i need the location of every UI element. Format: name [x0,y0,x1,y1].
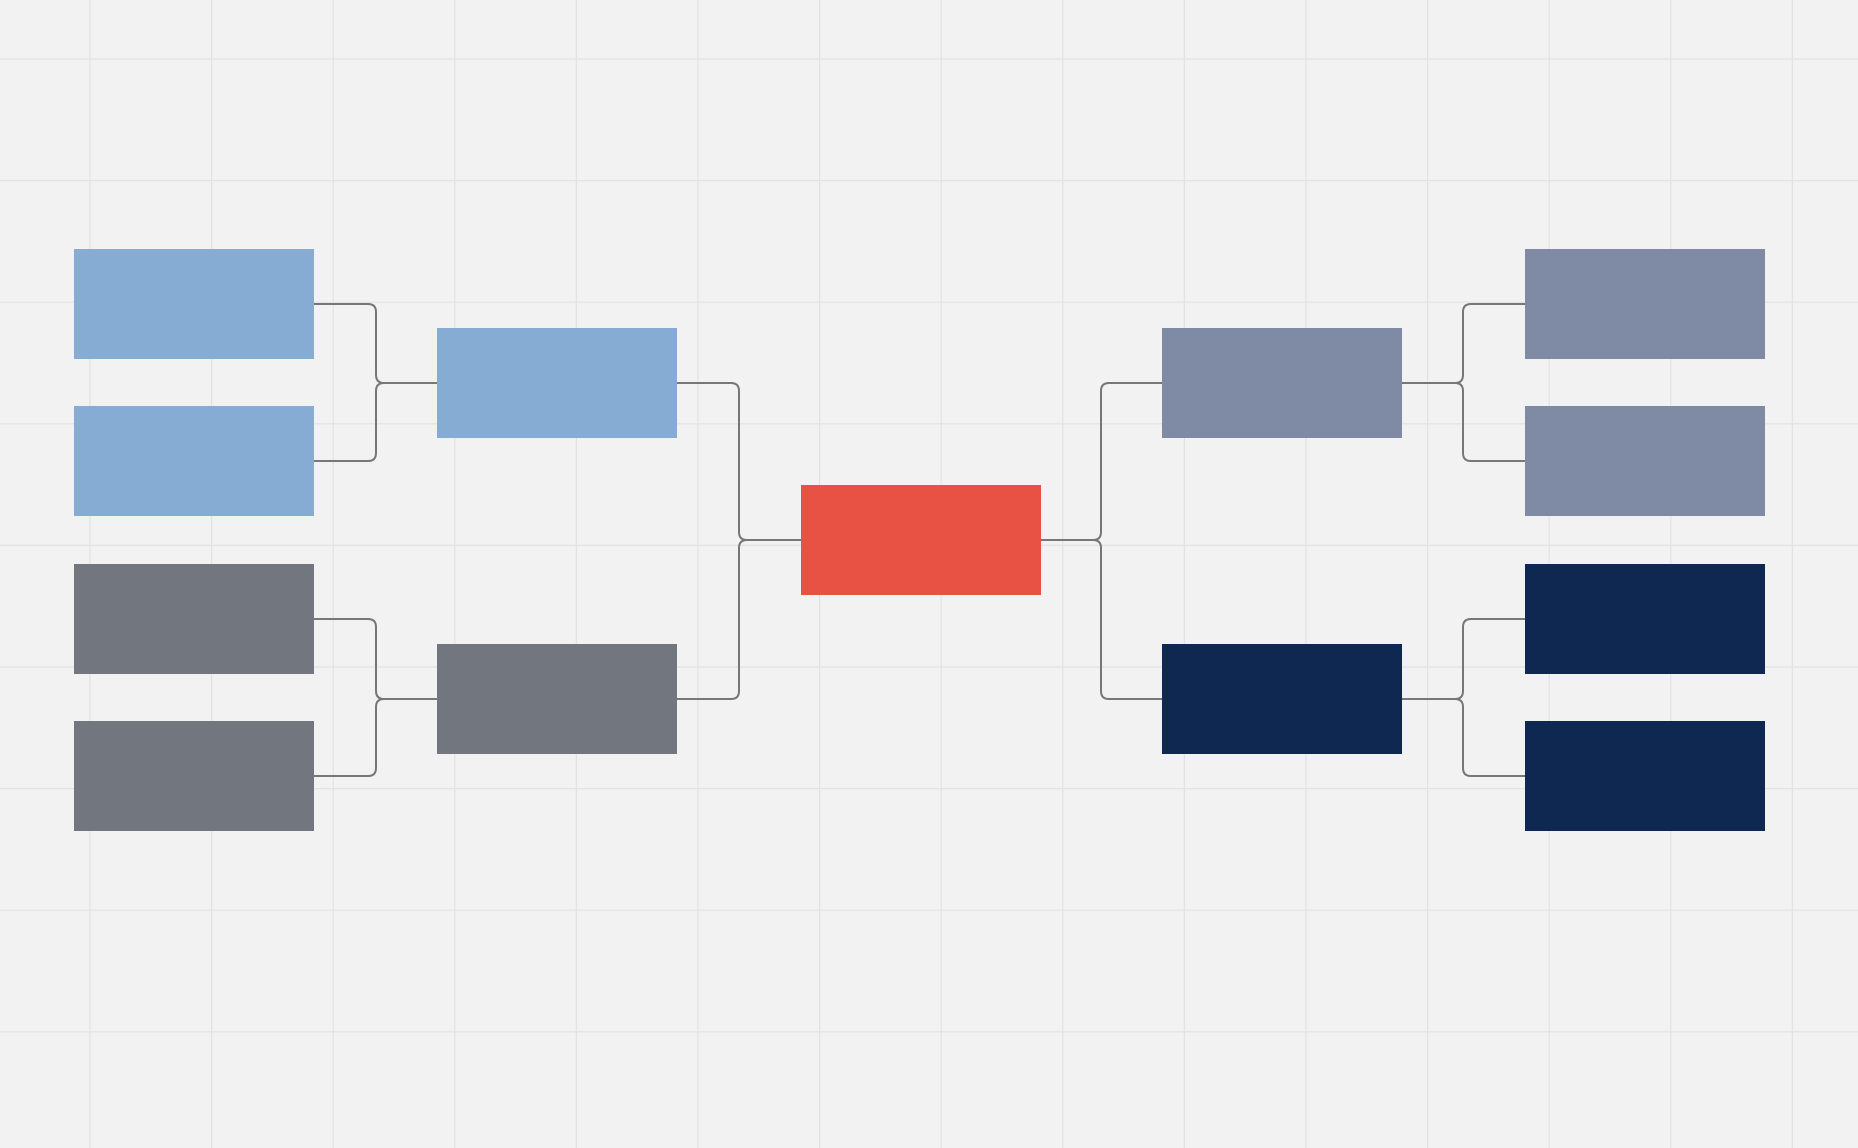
slot-right-round1-3[interactable] [1525,564,1765,674]
connector-right-r2-2 [1041,539,1162,700]
slot-right-round2-2[interactable] [1162,644,1402,754]
bracket-slots [74,249,1765,831]
slot-left-round2-1[interactable] [437,328,677,438]
connector-left-r1-4 [314,698,437,777]
slot-right-round2-1[interactable] [1162,328,1402,438]
slot-final[interactable] [801,485,1041,595]
slot-left-round1-3[interactable] [74,564,314,674]
connector-left-r2-2 [677,539,801,700]
connector-left-r1-2 [314,382,437,462]
connector-left-r1-3 [314,618,437,700]
slot-right-round1-1[interactable] [1525,249,1765,359]
slot-right-round1-2[interactable] [1525,406,1765,516]
connector-left-r1-1 [314,303,437,384]
connector-left-r2-1 [677,382,801,541]
slot-left-round2-2[interactable] [437,644,677,754]
connector-right-r1-4 [1402,698,1525,777]
slot-right-round1-4[interactable] [1525,721,1765,831]
connector-right-r1-1 [1402,303,1525,384]
slot-left-round1-4[interactable] [74,721,314,831]
connector-right-r1-2 [1402,382,1525,462]
slot-left-round1-1[interactable] [74,249,314,359]
connector-right-r1-3 [1402,618,1525,700]
connectors [314,303,1525,777]
connector-right-r2-1 [1041,382,1162,541]
slot-left-round1-2[interactable] [74,406,314,516]
